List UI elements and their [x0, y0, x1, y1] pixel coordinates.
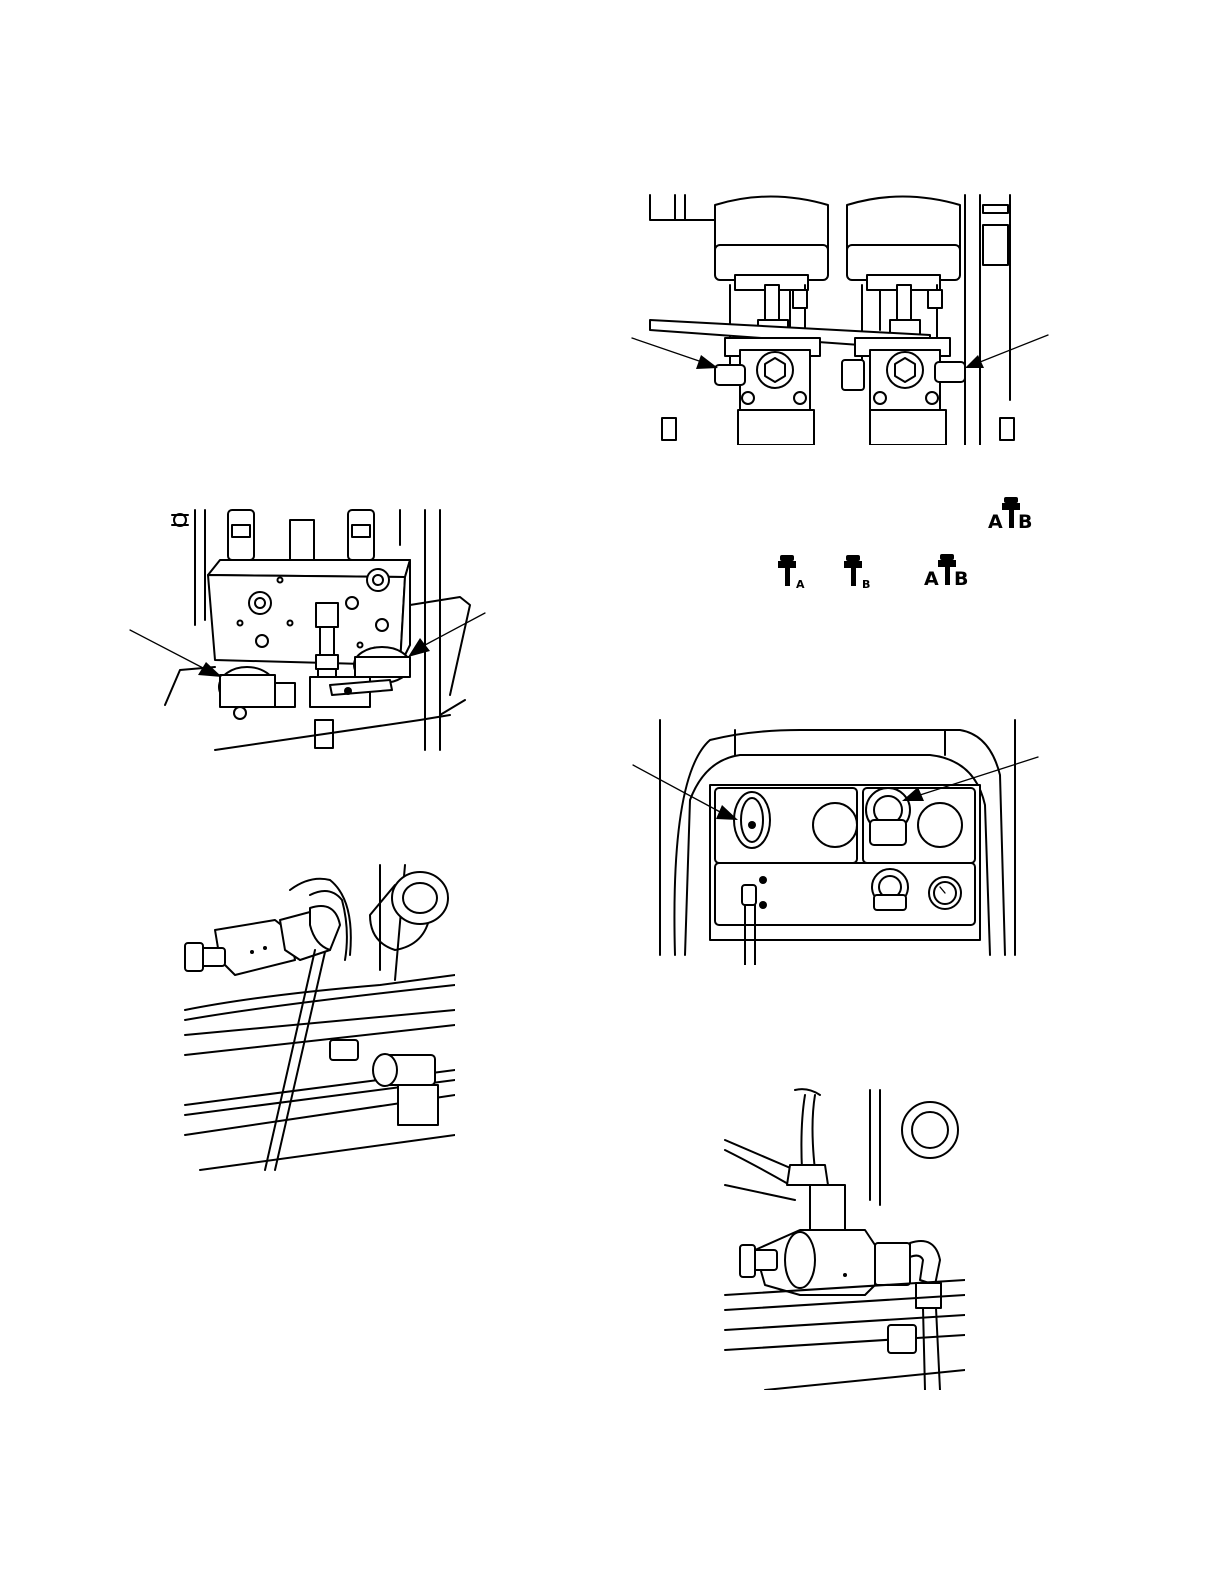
- b-symbol-letter: B: [862, 578, 870, 589]
- control-panel-illustration: [630, 715, 1040, 965]
- fluid-manifold-illustration: [120, 505, 500, 755]
- ab-symbol-top-left: A: [988, 511, 1003, 531]
- gun-symbol-icon: A: [774, 555, 810, 589]
- ab-symbol-left: A: [924, 568, 939, 588]
- valve-illustration: [720, 1085, 965, 1390]
- ab-symbol-top-right: B: [1018, 511, 1032, 531]
- ab-symbol-right: B: [954, 568, 968, 588]
- pump-illustration: [630, 190, 1050, 445]
- valve-illustration: [180, 860, 455, 1175]
- gun-symbol-icon: B: [840, 555, 878, 589]
- gun-symbol-icon: A B: [922, 554, 972, 588]
- gun-symbol-icon: A B: [986, 497, 1036, 531]
- a-symbol-letter: A: [796, 578, 805, 589]
